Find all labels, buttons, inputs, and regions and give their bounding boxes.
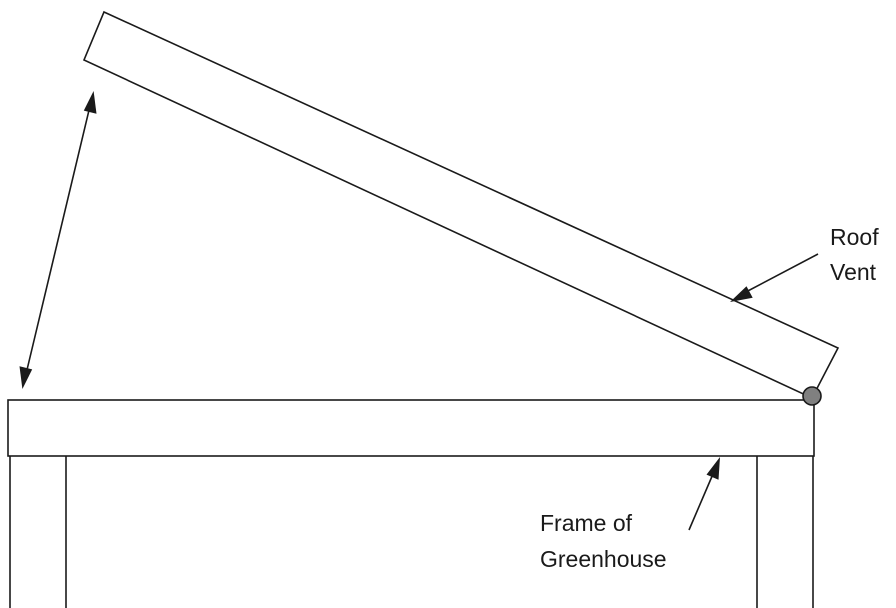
opening-arrow-shaft (25, 105, 91, 375)
right-post (756, 454, 814, 608)
roof-vent-pointer-head (730, 286, 753, 302)
hinge (802, 386, 822, 406)
roof-vent-label-line2: Vent (830, 259, 877, 285)
frame-label-line2: Greenhouse (540, 546, 667, 572)
roof-vent-label-line1: Roof (830, 224, 879, 250)
opening-arrow-head-bottom (19, 366, 33, 389)
roof-vent-pointer (730, 253, 819, 302)
frame-pointer-head (706, 457, 720, 480)
frame-label-line1: Frame of (540, 510, 633, 536)
roof-vent-pointer-shaft (743, 253, 819, 294)
frame-pointer-shaft (688, 473, 714, 531)
opening-double-arrow (19, 91, 97, 389)
roof-vent-panel (82, 10, 840, 400)
left-post (9, 454, 67, 608)
opening-arrow-head-top (83, 91, 97, 114)
frame-beam (7, 399, 815, 457)
frame-pointer (688, 457, 720, 531)
